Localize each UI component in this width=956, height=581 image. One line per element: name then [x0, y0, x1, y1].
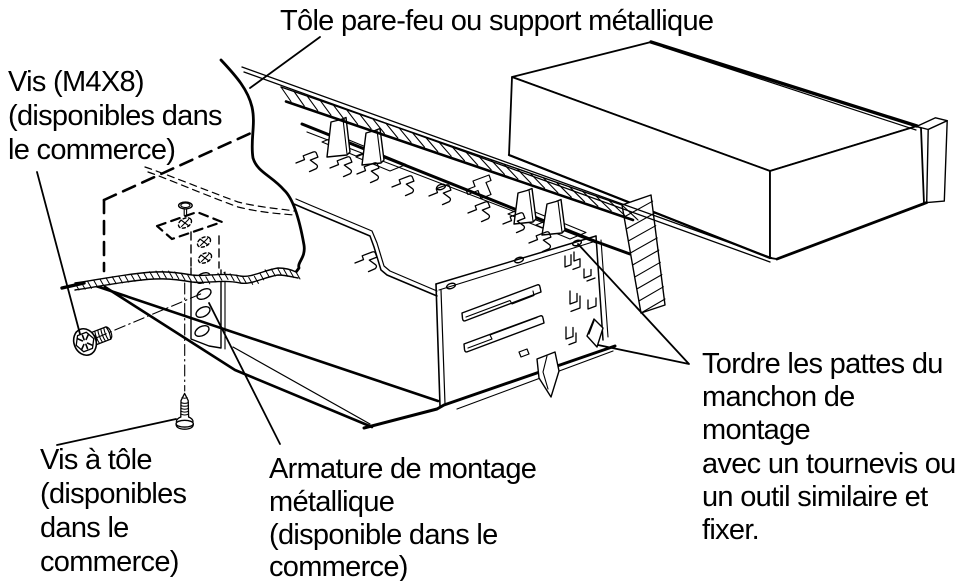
svg-text:le commerce): le commerce) [8, 134, 175, 166]
svg-text:fixer.: fixer. [702, 514, 759, 546]
svg-text:(disponibles dans: (disponibles dans [8, 100, 222, 132]
svg-text:Vis (M4X8): Vis (M4X8) [8, 66, 144, 98]
svg-text:(disponibles: (disponibles [40, 478, 187, 510]
svg-text:Tordre les pattes du: Tordre les pattes du [702, 348, 943, 380]
svg-text:Vis à tôle: Vis à tôle [40, 444, 152, 476]
svg-text:Tôle pare-feu ou support métal: Tôle pare-feu ou support métallique [280, 5, 713, 37]
svg-text:manchon de: manchon de [702, 381, 855, 413]
svg-text:dans le: dans le [40, 512, 129, 544]
svg-text:commerce): commerce) [40, 546, 179, 578]
svg-text:(disponible dans le: (disponible dans le [269, 519, 498, 551]
svg-text:métallique: métallique [269, 486, 394, 518]
svg-text:un outil similaire et: un outil similaire et [702, 481, 928, 513]
svg-text:Armature de montage: Armature de montage [269, 453, 536, 485]
svg-text:commerce): commerce) [269, 551, 408, 581]
svg-text:montage: montage [702, 414, 810, 446]
svg-text:avec un tournevis ou: avec un tournevis ou [702, 448, 956, 480]
